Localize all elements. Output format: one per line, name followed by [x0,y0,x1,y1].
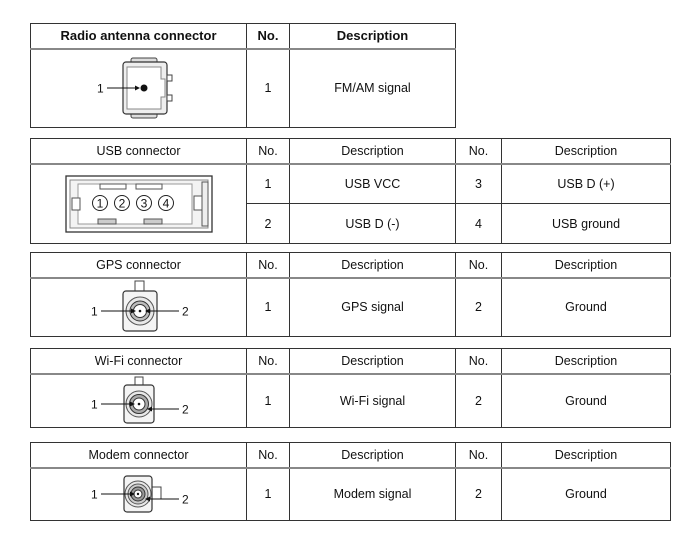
pin-number: 2 [455,467,502,521]
header-description: Description [289,138,456,165]
modem-connector-icon: 1 2 [91,475,189,513]
header-no: No. [455,138,502,165]
pin-number: 2 [246,203,290,244]
pin-label: 2 [182,402,189,416]
table-header-row: Radio antenna connector No. Description [30,23,456,50]
usb-connector-icon: 1 2 3 4 [64,175,213,233]
connector-diagram-cell: 1 2 [30,373,247,428]
header-no: No. [246,252,290,279]
header-no: No. [246,348,290,375]
pin-description: Modem signal [289,467,456,521]
header-connector: GPS connector [30,252,247,279]
header-description: Description [501,252,671,279]
pin-label: 2 [118,196,125,210]
pin-number: 1 [246,48,290,128]
pin-description: USB ground [501,203,671,244]
pin-description: Ground [501,467,671,521]
pin-label: 1 [91,397,98,411]
pin-description: USB D (+) [501,163,671,204]
pin-label: 1 [97,82,104,96]
header-connector: Modem connector [30,442,247,469]
pin-description: Ground [501,277,671,337]
table-header-row: Modem connector No. Description No. Desc… [30,442,671,469]
connector-diagram-cell: 1 [30,48,247,128]
pin-description: FM/AM signal [289,48,456,128]
header-connector: Wi-Fi connector [30,348,247,375]
pin-number: 2 [455,373,502,428]
pin-description: Wi-Fi signal [289,373,456,428]
header-description: Description [501,348,671,375]
wifi-connector-icon: 1 2 [91,376,189,424]
header-no: No. [455,442,502,469]
header-description: Description [289,442,456,469]
modem-connector-table: Modem connector No. Description No. Desc… [30,442,671,521]
pin-label: 1 [91,305,98,319]
table-row: 1 2 3 4 1 USB VCC 3 USB D (+) [30,163,671,244]
header-no: No. [246,23,290,50]
header-description: Description [501,442,671,469]
table-row: 1 2 1 GPS signal 2 Ground [30,277,671,337]
usb-connector-table: USB connector No. Description No. Descri… [30,138,671,244]
table-header-row: USB connector No. Description No. Descri… [30,138,671,165]
pin-number: 1 [246,373,290,428]
pin-number: 1 [246,163,290,204]
table-row: 1 2 1 Modem signal 2 Ground [30,467,671,521]
header-no: No. [246,138,290,165]
pin-number: 4 [455,203,502,244]
pin-number: 2 [455,277,502,337]
pin-label: 3 [140,196,147,210]
header-no: No. [246,442,290,469]
pin-description: USB VCC [289,163,456,204]
pin-label: 1 [91,488,98,502]
table-row: 2 USB D (-) 4 USB ground [31,203,671,244]
header-description: Description [289,23,456,50]
pin-label: 2 [182,493,189,507]
pin-description: GPS signal [289,277,456,337]
radio-connector-icon: 1 [97,57,172,119]
connector-diagram-cell: 1 2 [30,277,247,337]
pin-number: 1 [246,467,290,521]
gps-connector-table: GPS connector No. Description No. Descri… [30,252,671,337]
header-connector: Radio antenna connector [30,23,247,50]
table-row: 1 1 FM/AM signal [30,48,456,128]
connector-diagram-cell: 1 2 3 4 [30,163,247,244]
pin-description: USB D (-) [289,203,456,244]
table-row: 1 2 1 Wi-Fi signal 2 Ground [30,373,671,428]
header-connector: USB connector [30,138,247,165]
pin-number: 3 [455,163,502,204]
pin-number: 1 [246,277,290,337]
header-no: No. [455,348,502,375]
table-header-row: GPS connector No. Description No. Descri… [30,252,671,279]
header-description: Description [289,252,456,279]
pin-label: 1 [96,196,103,210]
header-description: Description [289,348,456,375]
table-header-row: Wi-Fi connector No. Description No. Desc… [30,348,671,375]
header-description: Description [501,138,671,165]
wifi-connector-table: Wi-Fi connector No. Description No. Desc… [30,348,671,428]
header-no: No. [455,252,502,279]
pin-label: 2 [182,305,189,319]
gps-connector-icon: 1 2 [91,280,189,332]
pin-label: 4 [162,196,169,210]
radio-antenna-connector-table: Radio antenna connector No. Description … [30,23,456,128]
pin-description: Ground [501,373,671,428]
connector-diagram-cell: 1 2 [30,467,247,521]
